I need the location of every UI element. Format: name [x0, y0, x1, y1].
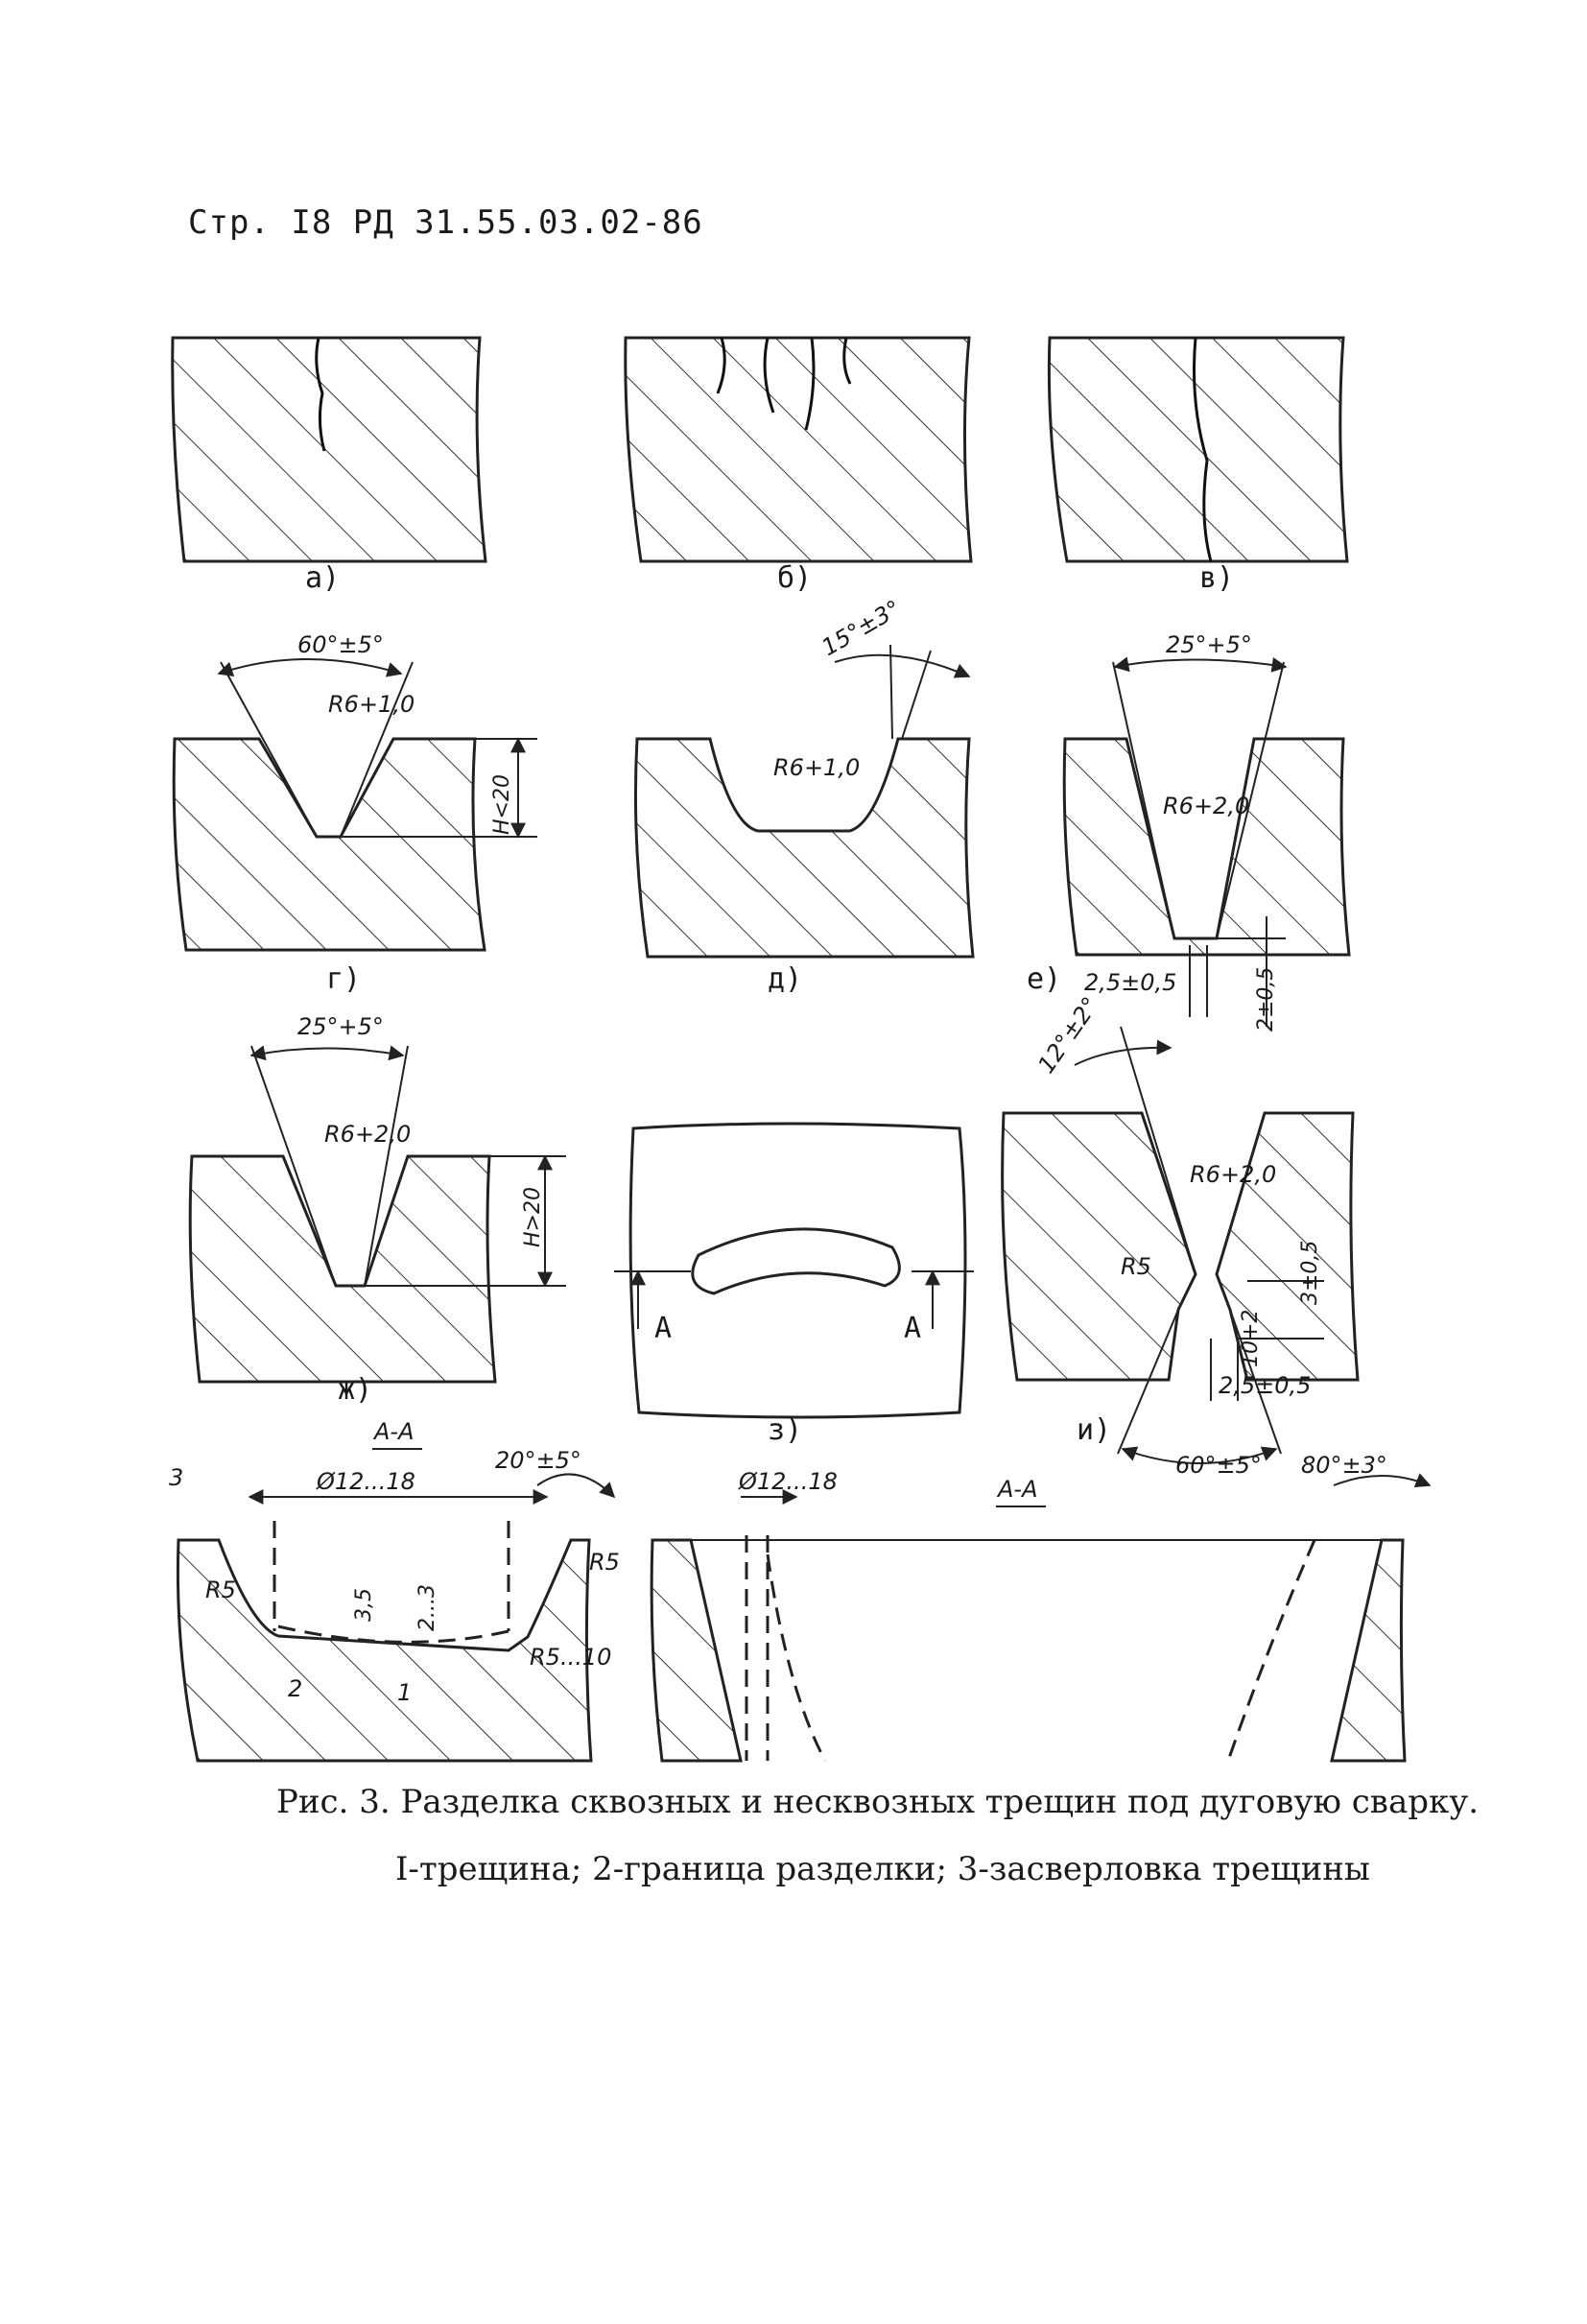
section-title-left: А-А — [372, 1418, 415, 1445]
callout-2: 2 — [288, 1675, 302, 1702]
panel-i-plate-right — [1215, 1111, 1360, 1382]
s1-boundary — [277, 1624, 509, 1644]
dim-i-angle-top: 12°±2° — [1032, 992, 1104, 1079]
dim-zh-radius: R6+2,0 — [324, 1121, 411, 1148]
panel-i-plate — [1001, 1111, 1197, 1382]
dim-g-depth: H<20 — [490, 774, 514, 835]
section2-plate-right — [1330, 1538, 1407, 1763]
panel-v-crack — [1193, 337, 1213, 562]
dim-z-section-right: A — [904, 1312, 921, 1345]
i-angle-top-arc — [1074, 1039, 1172, 1066]
panel-b-crack-2 — [763, 337, 775, 414]
panel-label-g: г) — [326, 962, 361, 996]
panel-a-plate — [171, 336, 487, 563]
dim-zh-depth: H>20 — [521, 1187, 545, 1247]
dim-g-radius: R6+1,0 — [328, 691, 415, 718]
dim-s2-angle: 80°±3° — [1301, 1452, 1387, 1479]
panel-zh-plate — [188, 1154, 497, 1384]
dim-i-gap: 2,5±0,5 — [1219, 1372, 1311, 1399]
panel-label-i: и) — [1077, 1413, 1111, 1447]
dim-z-section-left: A — [654, 1312, 672, 1345]
dim-s1-diameter: Ø12...18 — [316, 1468, 415, 1495]
figure-caption-line2: I-трещина; 2-граница разделки; 3-засверл… — [395, 1850, 1370, 1888]
panel-e-plate — [1062, 737, 1351, 957]
s1-angle-arc — [536, 1473, 616, 1499]
dim-s1-r5: R5 — [205, 1577, 236, 1603]
panel-label-zh: ж) — [338, 1373, 372, 1407]
dim-s1-35: 3,5 — [352, 1588, 376, 1622]
dim-s2-r5: R5 — [589, 1549, 620, 1576]
panel-a-crack — [315, 337, 326, 452]
s2-angle-arc — [1333, 1473, 1432, 1488]
dim-s1-angle: 20°±5° — [495, 1447, 581, 1474]
panel-b-crack-1 — [716, 337, 726, 394]
dim-s1-23: 2...3 — [415, 1584, 439, 1631]
dim-e-radius: R6+2,0 — [1163, 793, 1249, 819]
panel-b-plate — [624, 336, 973, 563]
dim-s1-r510: R5...10 — [530, 1644, 611, 1671]
zh-angle-arc — [249, 1045, 405, 1061]
dim-zh-angle: 25°+5° — [297, 1013, 384, 1040]
figure-caption-line1: Рис. 3. Разделка сквозных и несквозных т… — [276, 1783, 1480, 1821]
s2-boundary-right — [1226, 1539, 1316, 1762]
dim-e-gap: 2,5±0,5 — [1084, 969, 1176, 996]
i-angle-bottom-arc — [1121, 1446, 1278, 1464]
dim-d-angle: 15°±3° — [817, 595, 906, 661]
dim-i-radius: R6+2,0 — [1190, 1161, 1276, 1188]
panel-v-plate — [1047, 336, 1349, 563]
dim-d-radius: R6+1,0 — [773, 754, 860, 781]
dim-e-root: 2±0,5 — [1254, 967, 1278, 1032]
s2-boundary-left — [766, 1553, 827, 1762]
section2-plate-left — [650, 1538, 743, 1763]
dim-i-dim2: 10+2 — [1239, 1310, 1263, 1367]
panel-label-d: д) — [768, 962, 802, 996]
dim-i-r5: R5 — [1121, 1253, 1151, 1280]
section-title-right: А-А — [996, 1476, 1038, 1503]
panel-b-crack-3 — [804, 337, 816, 431]
panel-label-z: з) — [768, 1413, 802, 1447]
panel-label-b: б) — [777, 561, 812, 595]
dim-i-angle-bottom: 60°±5° — [1175, 1452, 1262, 1479]
callout-3: 3 — [169, 1464, 183, 1491]
section1-plate — [176, 1538, 593, 1763]
panel-z-groove — [691, 1227, 901, 1295]
g-angle-arc — [217, 658, 403, 677]
panel-g-plate — [172, 737, 486, 952]
callout-1: 1 — [397, 1679, 412, 1706]
dim-g-angle: 60°±5° — [297, 631, 384, 658]
panel-b-crack-4 — [842, 337, 852, 385]
panel-d-plate — [633, 737, 975, 959]
dim-e-angle: 25°+5° — [1166, 631, 1252, 658]
panel-z-plate — [628, 1122, 967, 1419]
panel-label-a: а) — [305, 561, 340, 595]
panel-label-v: в) — [1199, 561, 1234, 595]
e-angle-arc — [1113, 656, 1288, 673]
d-angle-arc — [834, 653, 971, 678]
panel-label-e: е) — [1027, 962, 1061, 996]
dim-i-dim1: 3±0,5 — [1298, 1241, 1322, 1305]
page-header: Стр. I8 РД 31.55.03.02-86 — [188, 203, 703, 242]
dim-s2-diameter: Ø12...18 — [738, 1468, 838, 1495]
